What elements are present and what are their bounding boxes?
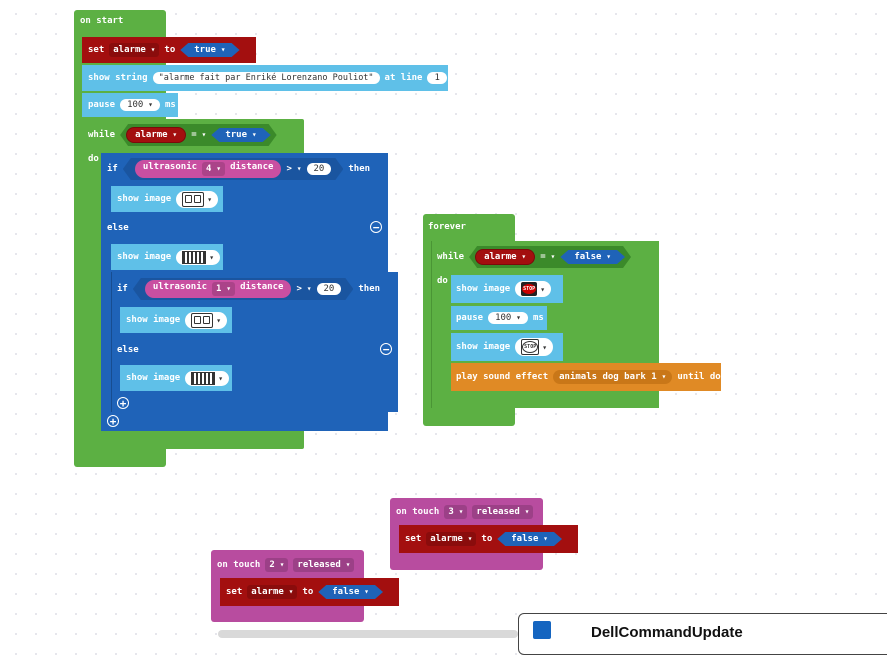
distance-value-input[interactable]: 20 (317, 283, 342, 295)
compare-operator-dropdown[interactable]: = (191, 130, 206, 140)
else-label: else (117, 345, 139, 355)
ultrasonic-pin-dropdown[interactable]: 4 (202, 162, 225, 176)
distance-label: distance (240, 282, 284, 292)
variable-dropdown[interactable]: alarme (247, 585, 298, 599)
gt-operator-dropdown[interactable]: > (296, 284, 311, 294)
to-label: to (164, 45, 176, 55)
condition-block[interactable]: ultrasonic 1 distance > 20 (133, 278, 354, 300)
variable-dropdown[interactable]: alarme (109, 43, 160, 57)
if-label: if (117, 284, 128, 294)
set-label: set (405, 534, 422, 544)
ms-label: ms (165, 100, 176, 110)
show-image-label: show image (126, 315, 181, 325)
boolean-dropdown[interactable]: true (180, 43, 239, 57)
popup-title: DellCommandUpdate (591, 624, 743, 641)
touch-event-dropdown[interactable]: released (472, 505, 534, 519)
on-start-label: on start (80, 16, 124, 26)
dell-update-icon (533, 621, 551, 639)
to-label: to (302, 587, 314, 597)
if-label: if (107, 164, 118, 174)
image-picker[interactable] (176, 190, 219, 208)
minus-circle-icon[interactable]: − (370, 221, 382, 233)
sound-effect-dropdown[interactable]: animals dog bark 1 (553, 370, 673, 384)
pause-duration-dropdown[interactable]: 100 (120, 99, 160, 111)
boolean-dropdown[interactable]: false (318, 585, 383, 599)
on-touch-label: on touch (396, 507, 440, 517)
stop-outline-image-icon: STOP (521, 339, 540, 355)
forever-label: forever (428, 222, 466, 232)
ultrasonic-label: ultrasonic (152, 282, 208, 292)
compare-block[interactable]: alarme = true (120, 124, 277, 146)
pause-duration-dropdown[interactable]: 100 (488, 312, 528, 324)
touch-pin-dropdown[interactable]: 3 (444, 505, 468, 519)
else-label: else (107, 223, 129, 233)
do-row: do (88, 154, 99, 164)
ultrasonic-label: ultrasonic (142, 162, 198, 172)
boolean-dropdown[interactable]: false (497, 532, 562, 546)
while-variable[interactable]: alarme (475, 249, 535, 265)
set-label: set (88, 45, 105, 55)
image-picker[interactable] (185, 370, 230, 386)
notification-popup[interactable]: DellCommandUpdate (518, 613, 887, 655)
plus-circle-icon[interactable]: + (107, 415, 119, 427)
play-sound-label: play sound effect (456, 372, 549, 382)
distance-value-input[interactable]: 20 (307, 163, 332, 175)
then-label: then (358, 284, 381, 294)
while-label: while (88, 130, 116, 140)
gt-operator-dropdown[interactable]: > (286, 164, 301, 174)
face-image-icon (191, 312, 214, 328)
show-string-label: show string (88, 73, 148, 83)
string-input[interactable]: "alarme fait par Enriké Lorenzano Poulio… (152, 72, 380, 84)
stop-sign-image-icon: STOP (521, 282, 538, 296)
touch-pin-dropdown[interactable]: 2 (265, 558, 289, 572)
image-picker[interactable] (176, 249, 221, 265)
image-picker[interactable]: STOP (515, 281, 552, 297)
image-picker[interactable] (185, 311, 228, 329)
to-label: to (481, 534, 493, 544)
compare-operator-dropdown[interactable]: = (540, 252, 555, 262)
on-start-header: on start (80, 16, 123, 26)
show-image-label: show image (126, 373, 181, 383)
horizontal-scrollbar[interactable] (218, 630, 518, 638)
ultrasonic-sensor-block[interactable]: ultrasonic 4 distance (135, 160, 282, 178)
pause-label: pause (88, 100, 116, 110)
compare-value-dropdown[interactable]: false (560, 250, 625, 264)
touch-event-dropdown[interactable]: released (293, 558, 355, 572)
show-image-label: show image (456, 342, 511, 352)
stop-text: STOP (522, 284, 537, 294)
ms-label: ms (533, 313, 544, 323)
sleepy-image-icon (191, 371, 216, 385)
show-image-label: show image (117, 252, 172, 262)
pause-label: pause (456, 313, 484, 323)
do-label: do (88, 154, 99, 164)
set-label: set (226, 587, 243, 597)
until-done-label: until done (677, 372, 732, 382)
variable-dropdown[interactable]: alarme (426, 532, 477, 546)
ultrasonic-pin-dropdown[interactable]: 1 (212, 282, 235, 296)
distance-label: distance (230, 162, 274, 172)
minus-circle-icon[interactable]: − (380, 343, 392, 355)
compare-value-dropdown[interactable]: true (211, 128, 270, 142)
show-image-label: show image (456, 284, 511, 294)
plus-circle-icon[interactable]: + (117, 397, 129, 409)
then-label: then (348, 164, 371, 174)
image-picker[interactable]: STOP (515, 338, 554, 356)
while-variable[interactable]: alarme (126, 127, 186, 143)
while-label: while (437, 252, 465, 262)
at-line-label: at line (384, 73, 423, 83)
show-image-label: show image (117, 194, 172, 204)
sleepy-image-icon (182, 250, 207, 264)
do-label: do (437, 276, 448, 286)
face-image-icon (182, 191, 205, 207)
stop-text: STOP (522, 341, 539, 353)
condition-block[interactable]: ultrasonic 4 distance > 20 (123, 158, 344, 180)
ultrasonic-sensor-block[interactable]: ultrasonic 1 distance (145, 280, 292, 298)
on-touch-label: on touch (217, 560, 261, 570)
line-number-input[interactable]: 1 (427, 72, 447, 84)
compare-block[interactable]: alarme = false (469, 246, 631, 268)
